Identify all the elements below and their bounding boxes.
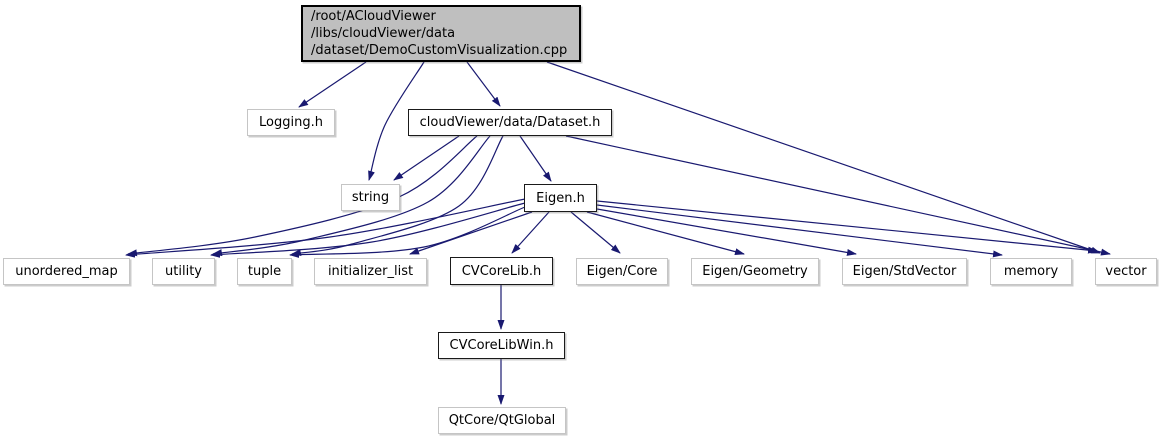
edge-dataset-to-unordered_map — [127, 135, 478, 257]
graph-node-eigen_geometry: Eigen/Geometry — [691, 258, 819, 285]
graph-node-dataset[interactable]: cloudViewer/data/Dataset.h — [408, 109, 612, 136]
graph-node-string: string — [341, 184, 400, 211]
edge-eigen-to-tuple — [289, 206, 526, 258]
edge-eigen-to-vector — [596, 200, 1098, 254]
edge-eigen-to-memory — [596, 204, 1003, 258]
edge-eigen-to-cvcorelib — [511, 211, 550, 254]
edge-cpp-to-logging — [298, 61, 367, 108]
edge-dataset-to-string — [393, 135, 460, 181]
graph-node-qtglobal: QtCore/QtGlobal — [438, 407, 566, 434]
graph-node-eigen_core: Eigen/Core — [576, 258, 668, 285]
graph-node-utility: utility — [152, 258, 215, 285]
edge-dataset-to-eigen — [519, 135, 552, 182]
graph-node-memory: memory — [990, 258, 1072, 285]
graph-node-vector: vector — [1095, 258, 1157, 285]
edge-eigen-to-eigen_core — [570, 211, 621, 254]
graph-node-tuple: tuple — [237, 258, 292, 285]
graph-node-logging: Logging.h — [247, 109, 335, 136]
graph-node-eigen[interactable]: Eigen.h — [524, 184, 597, 212]
edge-eigen-to-unordered_map — [125, 198, 526, 258]
edge-dataset-to-vector — [565, 135, 1111, 256]
graph-node-initializer_list: initializer_list — [314, 258, 427, 285]
graph-node-cvcorelib[interactable]: CVCoreLib.h — [450, 257, 553, 285]
graph-node-cvcorelibwin[interactable]: CVCoreLibWin.h — [438, 332, 565, 359]
edge-eigen-to-eigen_geometry — [586, 211, 745, 256]
edge-cpp-to-vector — [546, 61, 1101, 254]
edge-eigen-to-eigen_stdvector — [596, 208, 857, 256]
edge-eigen-to-initializer_list — [409, 211, 533, 255]
graph-node-unordered_map: unordered_map — [3, 258, 130, 285]
edge-cpp-to-dataset — [466, 61, 501, 107]
graph-node-eigen_stdvector: Eigen/StdVector — [842, 258, 967, 285]
graph-node-cpp: /root/ACloudViewer /libs/cloudViewer/dat… — [301, 5, 581, 62]
